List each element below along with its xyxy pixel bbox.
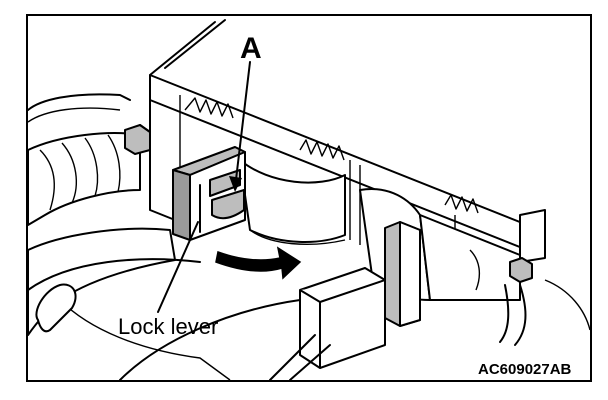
housing-body: [27, 227, 301, 381]
clip-tab-left: [124, 124, 151, 155]
direction-arrow: [215, 246, 302, 280]
callout-a-label: A: [240, 32, 262, 65]
center-rib: [239, 159, 346, 246]
connector-block: [149, 19, 546, 263]
mating-plug: [269, 267, 386, 381]
lock-lever: [172, 146, 246, 241]
wire-harness: [27, 93, 141, 226]
figure-code-label: AC609027AB: [478, 361, 572, 378]
connector-right-end: [359, 188, 591, 346]
callout-a-leader: [234, 61, 251, 189]
lock-lever-leader: [157, 221, 199, 313]
callout-a-arrowhead: [229, 176, 242, 192]
lock-lever-label: Lock lever: [118, 314, 218, 339]
